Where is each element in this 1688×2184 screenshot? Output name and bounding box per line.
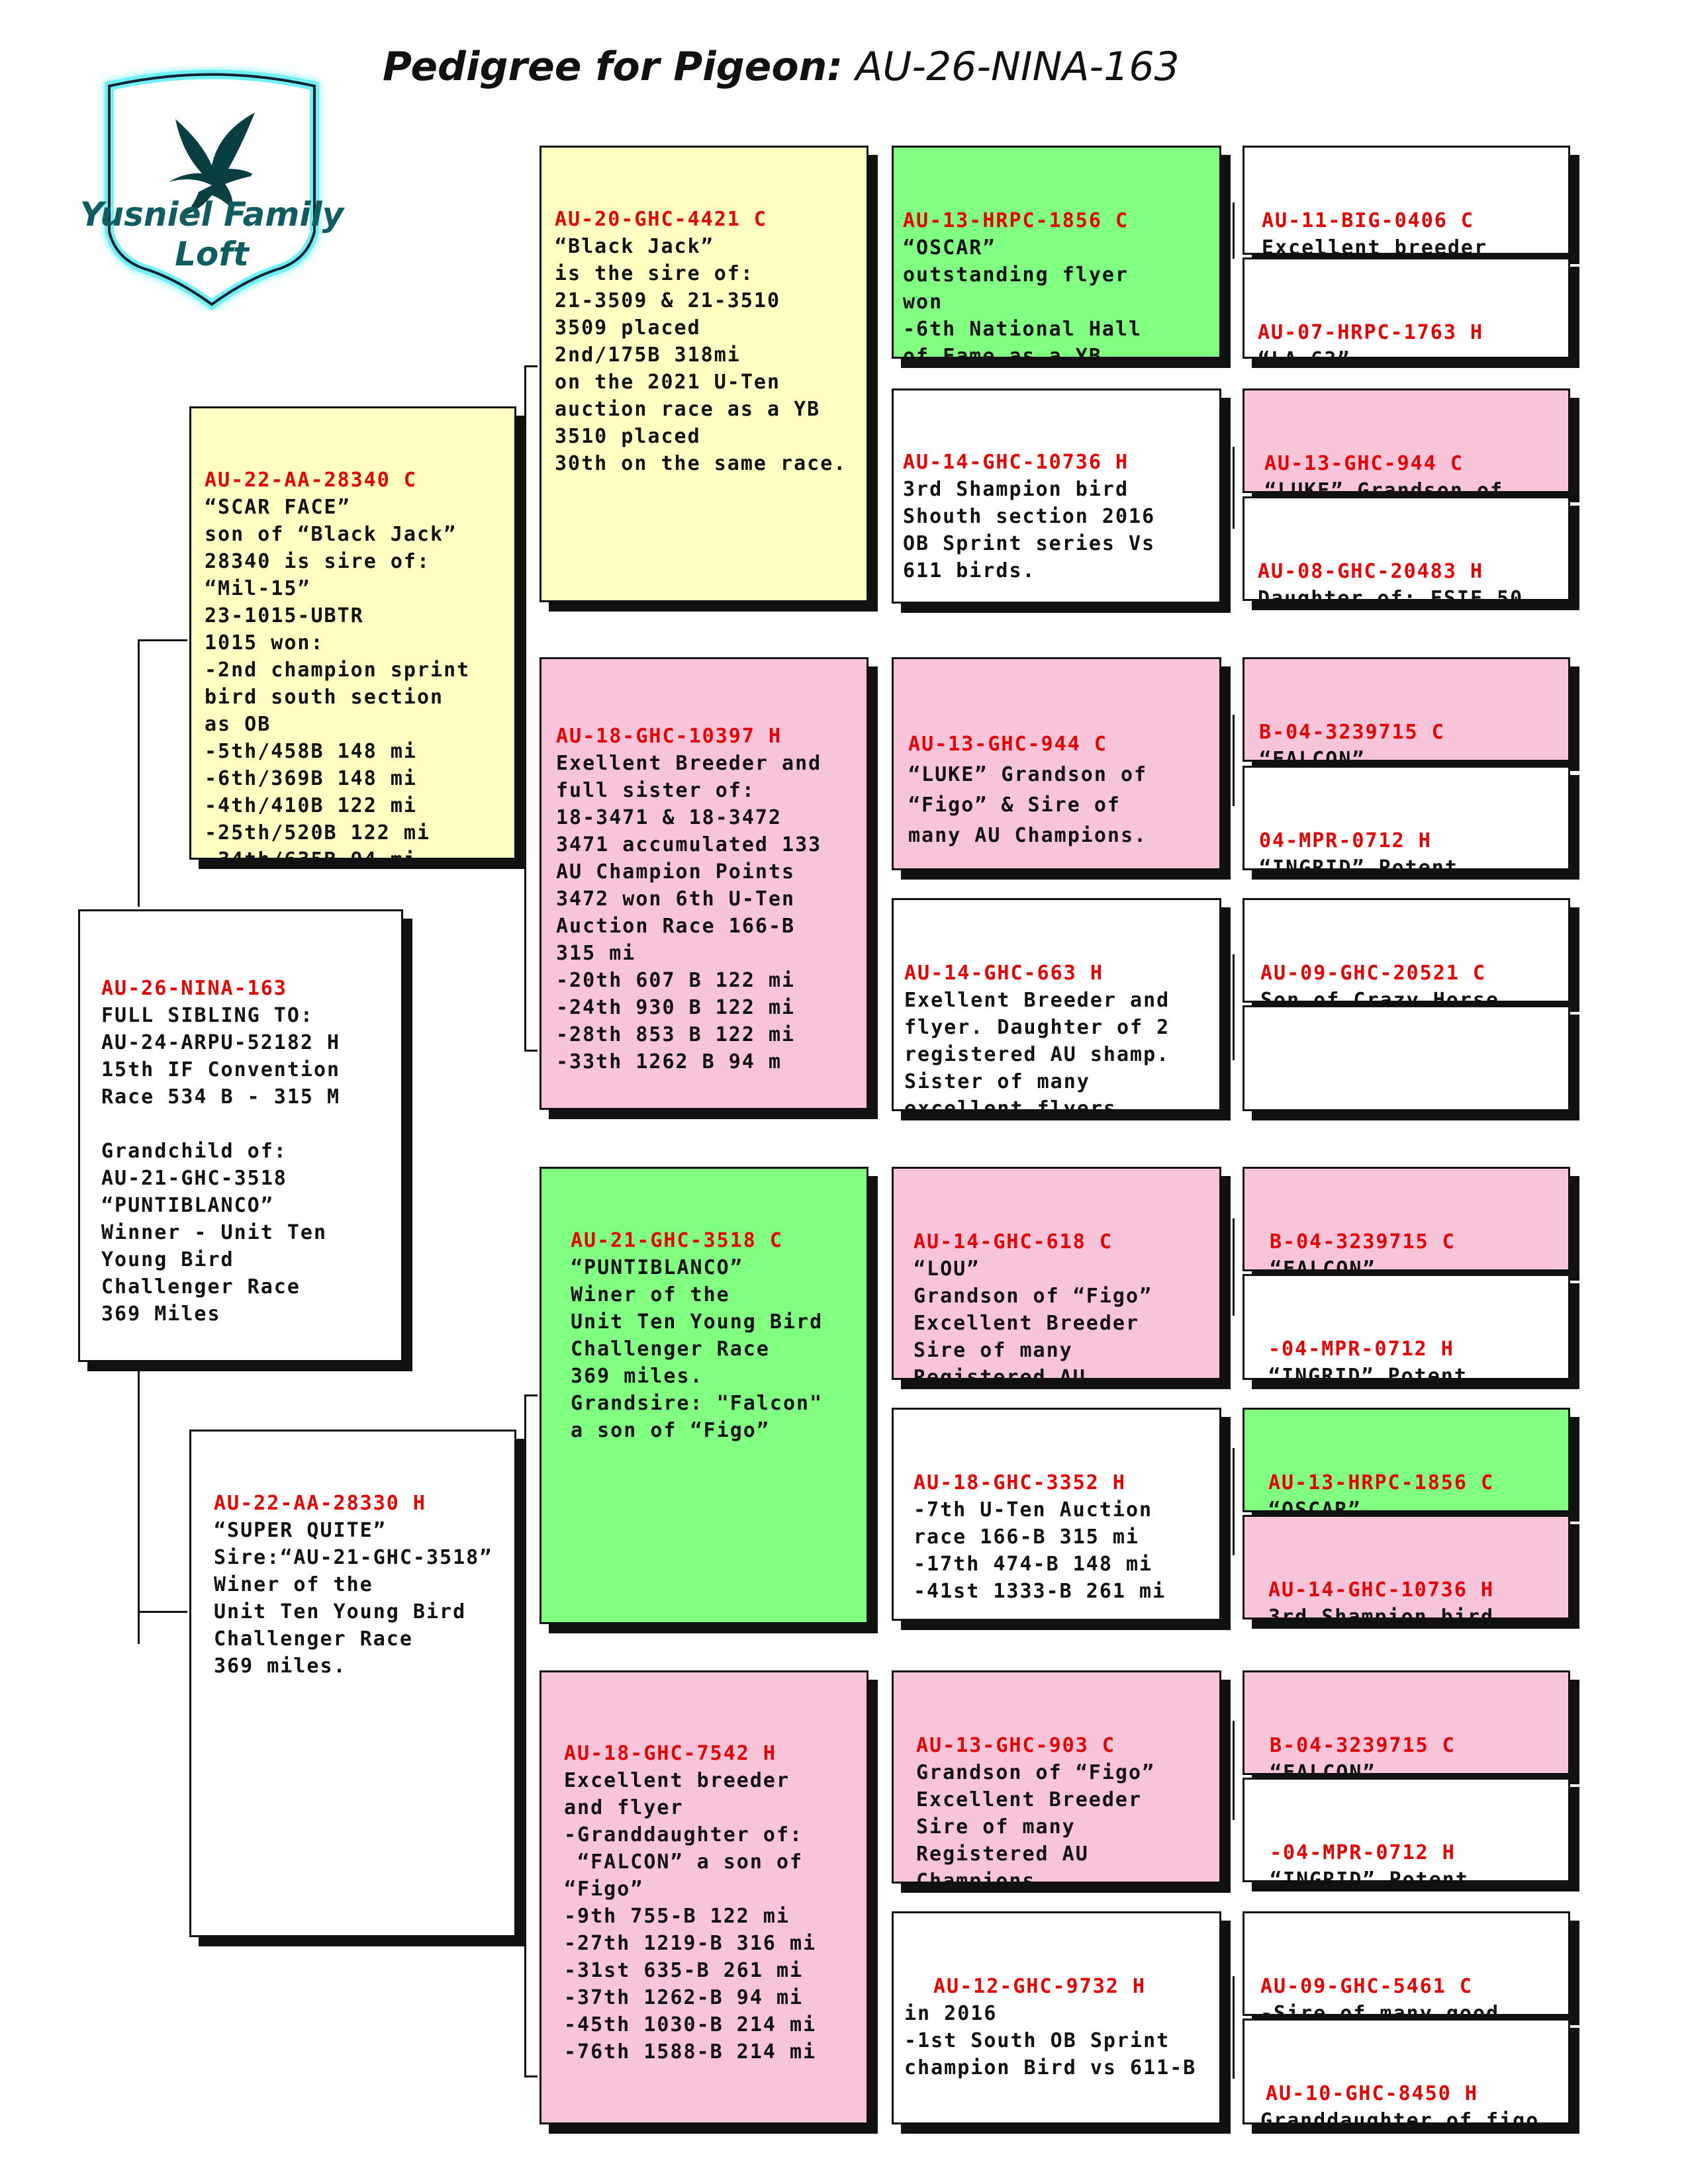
pigeon-id: AU-11-BIG-0406 C xyxy=(1262,209,1474,232)
pigeon-notes: Son of Crazy Horse a son of Bliksem xyxy=(1260,989,1500,1003)
page-title: Pedigree for Pigeon: AU-26-NINA-163 xyxy=(383,44,1442,103)
card-sss: AU-13-HRPC-1856 C “OSCAR” outstanding fly… xyxy=(892,146,1221,359)
pigeon-notes: “SUPER QUITE” Sire:“AU-21-GHC-3518” Wine… xyxy=(214,1519,493,1678)
card-g5: B-04-3239715 C “FALCON” Son of “Figo” xyxy=(1243,657,1570,762)
card-g2: AU-07-HRPC-1763 H “LA 63” xyxy=(1243,257,1570,359)
pigeon-id: AU-22-AA-28330 H xyxy=(214,1492,426,1515)
card-g4: AU-08-GHC-20483 H Daughter of: FSIF 50 a … xyxy=(1243,496,1570,601)
pigeon-id: AU-14-GHC-618 C xyxy=(914,1230,1113,1253)
pigeon-id: AU-13-HRPC-1856 C xyxy=(903,209,1129,232)
card-dds: AU-13-GHC-903 C Grandson of “Figo” Excell… xyxy=(892,1670,1221,1884)
pigeon-id: AU-14-GHC-10736 H xyxy=(903,451,1129,474)
pigeon-id: AU-22-AA-28340 C xyxy=(205,469,417,492)
pigeon-notes: -Sire of many good flyers xyxy=(1260,2002,1500,2016)
pigeon-notes: Excellent breeder and flyer -Granddaught… xyxy=(564,1769,817,2064)
pigeon-notes: “LA 63” xyxy=(1258,346,1555,357)
pigeon-notes: 3rd Shampion bird Shouth section 2016 xyxy=(1268,1606,1495,1619)
pigeon-id: AU-07-HRPC-1763 H xyxy=(1258,321,1484,344)
pigeon-notes: in 2016 -1st South OB Sprint champion Bi… xyxy=(904,2002,1197,2079)
pigeon-id: AU-13-GHC-944 C xyxy=(1264,452,1464,475)
pigeon-id: 04-MPR-0712 H xyxy=(1259,829,1432,852)
pigeon-notes: “SCAR FACE” son of “Black Jack” 28340 is… xyxy=(205,496,471,858)
pigeon-id: -04-MPR-0712 H xyxy=(1270,1841,1456,1864)
pigeon-notes: “Black Jack” is the sire of: 21-3509 & 2… xyxy=(555,235,847,475)
card-ddd: AU-12-GHC-9732 H in 2016 -1st South OB Sp… xyxy=(892,1911,1221,2124)
pigeon-id: B-04-3239715 C xyxy=(1270,1734,1456,1757)
pigeon-id: AU-14-GHC-10736 H xyxy=(1268,1578,1495,1602)
pigeon-id: AU-12-GHC-9732 H xyxy=(933,1975,1146,1998)
pigeon-id: -04-MPR-0712 H xyxy=(1268,1338,1454,1361)
dove-icon xyxy=(169,113,256,215)
card-dsd: AU-18-GHC-3352 H -7th U-Ten Auction race … xyxy=(892,1408,1221,1621)
card-dam-sire: AU-21-GHC-3518 C “PUNTIBLANCO” Winer of t… xyxy=(539,1167,868,1624)
card-ssd: AU-14-GHC-10736 H 3rd Shampion bird Shout… xyxy=(892,388,1221,604)
pigeon-notes: “INGRID” Potent Breeder. Kanibaal xyxy=(1270,1868,1469,1882)
pigeon-id: AU-26-NINA-163 xyxy=(101,977,287,1000)
pigeon-notes: “INGRID” Potent Breeder. Kanibaal xyxy=(1268,1365,1468,1380)
pigeon-notes: “FALCON” Son of “Figo” xyxy=(1270,1761,1376,1775)
pigeon-id: AU-20-GHC-4421 C xyxy=(555,208,767,231)
pigeon-notes: “LUKE” Grandson of “Figo”. xyxy=(1264,479,1504,493)
card-g16: AU-10-GHC-8450 H Granddaughter of figo xyxy=(1243,2019,1570,2124)
card-g13: B-04-3239715 C “FALCON” Son of “Figo” xyxy=(1243,1670,1570,1775)
title-pigeon-id: AU-26-NINA-163 xyxy=(855,44,1180,90)
pigeon-id: AU-21-GHC-3518 C xyxy=(571,1229,783,1252)
title-label: Pedigree for Pigeon: xyxy=(383,44,843,90)
card-g15: AU-09-GHC-5461 C -Sire of many good flyer… xyxy=(1243,1911,1570,2016)
card-g8 xyxy=(1243,1005,1570,1111)
logo-text-line2: Loft xyxy=(175,235,249,273)
pigeon-notes: Exellent Breeder and flyer. Daughter of … xyxy=(904,989,1170,1111)
pigeon-notes: “LUKE” Grandson of “Figo” & Sire of many… xyxy=(908,763,1148,847)
pigeon-notes: “LOU” Grandson of “Figo” Excellent Breed… xyxy=(914,1257,1153,1380)
pigeon-id: AU-14-GHC-663 H xyxy=(904,962,1103,985)
pigeon-notes: -7th U-Ten Auction race 166-B 315 mi -17… xyxy=(914,1498,1166,1603)
pigeon-notes: “OSCAR” outstanding flyer won -6th Natio… xyxy=(903,236,1143,359)
pigeon-id: B-04-3239715 C xyxy=(1259,721,1445,744)
card-dss: AU-14-GHC-618 C “LOU” Grandson of “Figo” … xyxy=(892,1167,1221,1380)
pigeon-id: AU-18-GHC-7542 H xyxy=(564,1742,776,1765)
pigeon-notes: “PUNTIBLANCO” Winer of the Unit Ten Youn… xyxy=(571,1256,823,1442)
pigeon-id: AU-13-GHC-903 C xyxy=(916,1734,1115,1757)
pigeon-notes: “FALCON” Son of “Figo” xyxy=(1270,1257,1376,1271)
pigeon-notes: 3rd Shampion bird Shouth section 2016 OB… xyxy=(903,478,1156,582)
shield-badge xyxy=(105,69,319,310)
card-g3: AU-13-GHC-944 C “LUKE” Grandson of “Figo”… xyxy=(1243,388,1570,493)
pigeon-notes: Daughter of: FSIF 50 a granddaughter Fig… xyxy=(1258,587,1524,601)
pigeon-id: AU-18-GHC-10397 H xyxy=(556,725,782,748)
card-g1: AU-11-BIG-0406 C Excellent breeder xyxy=(1243,146,1570,255)
card-sire-sire: AU-20-GHC-4421 C “Black Jack” is the sire… xyxy=(539,146,868,602)
pigeon-id: AU-13-GHC-944 C xyxy=(908,733,1107,756)
card-sire-dam: AU-18-GHC-10397 H Exellent Breeder and fu… xyxy=(539,657,868,1110)
pigeon-id: AU-13-HRPC-1856 C xyxy=(1268,1471,1495,1494)
card-sds: AU-13-GHC-944 C “LUKE” Grandson of “Figo”… xyxy=(892,657,1221,870)
pigeon-id: AU-09-GHC-5461 C xyxy=(1260,1975,1473,1998)
pigeon-notes: “OSCAR” outstanding flyer xyxy=(1268,1498,1362,1512)
pigeon-notes: “FALCON” Son of “Figo” xyxy=(1259,748,1366,762)
card-dam: AU-22-AA-28330 H “SUPER QUITE” Sire:“AU-2… xyxy=(189,1430,516,1937)
loft-logo: Yusniel Family Loft xyxy=(70,66,354,311)
pigeon-notes: Exellent Breeder and full sister of: 18-… xyxy=(556,752,822,1073)
card-sire: AU-22-AA-28340 C “SCAR FACE” son of “Blac… xyxy=(189,406,516,860)
pigeon-id: AU-09-GHC-20521 C xyxy=(1260,962,1487,985)
card-g11: AU-13-HRPC-1856 C “OSCAR” outstanding fly… xyxy=(1243,1408,1570,1512)
card-g10: -04-MPR-0712 H “INGRID” Potent Breeder. K… xyxy=(1243,1274,1570,1380)
pigeon-notes: FULL SIBLING TO: AU-24-ARPU-52182 H 15th… xyxy=(101,1004,341,1326)
card-sdd: AU-14-GHC-663 H Exellent Breeder and flye… xyxy=(892,898,1221,1111)
card-dam-dam: AU-18-GHC-7542 H Excellent breeder and fl… xyxy=(539,1670,868,2124)
pigeon-notes: Granddaughter of figo xyxy=(1260,2109,1540,2124)
card-g7: AU-09-GHC-20521 C Son of Crazy Horse a so… xyxy=(1243,898,1570,1003)
logo-text-line1: Yusniel Family xyxy=(79,195,344,234)
pigeon-notes: “INGRID” Potent Breeder. Kanibaal xyxy=(1259,856,1458,870)
card-g14: -04-MPR-0712 H “INGRID” Potent Breeder. K… xyxy=(1243,1778,1570,1882)
pigeon-id: AU-18-GHC-3352 H xyxy=(914,1471,1126,1494)
pigeon-id: B-04-3239715 C xyxy=(1270,1230,1456,1253)
card-g6: 04-MPR-0712 H “INGRID” Potent Breeder. Ka… xyxy=(1243,766,1570,870)
card-g9: B-04-3239715 C “FALCON” Son of “Figo” xyxy=(1243,1167,1570,1271)
pigeon-id: AU-10-GHC-8450 H xyxy=(1266,2082,1478,2105)
pigeon-notes: Grandson of “Figo” Excellent Breeder Sir… xyxy=(916,1761,1156,1884)
card-g12: AU-14-GHC-10736 H 3rd Shampion bird Shout… xyxy=(1243,1515,1570,1619)
pigeon-notes: Excellent breeder xyxy=(1262,236,1488,255)
pigeon-id: AU-08-GHC-20483 H xyxy=(1258,560,1484,583)
